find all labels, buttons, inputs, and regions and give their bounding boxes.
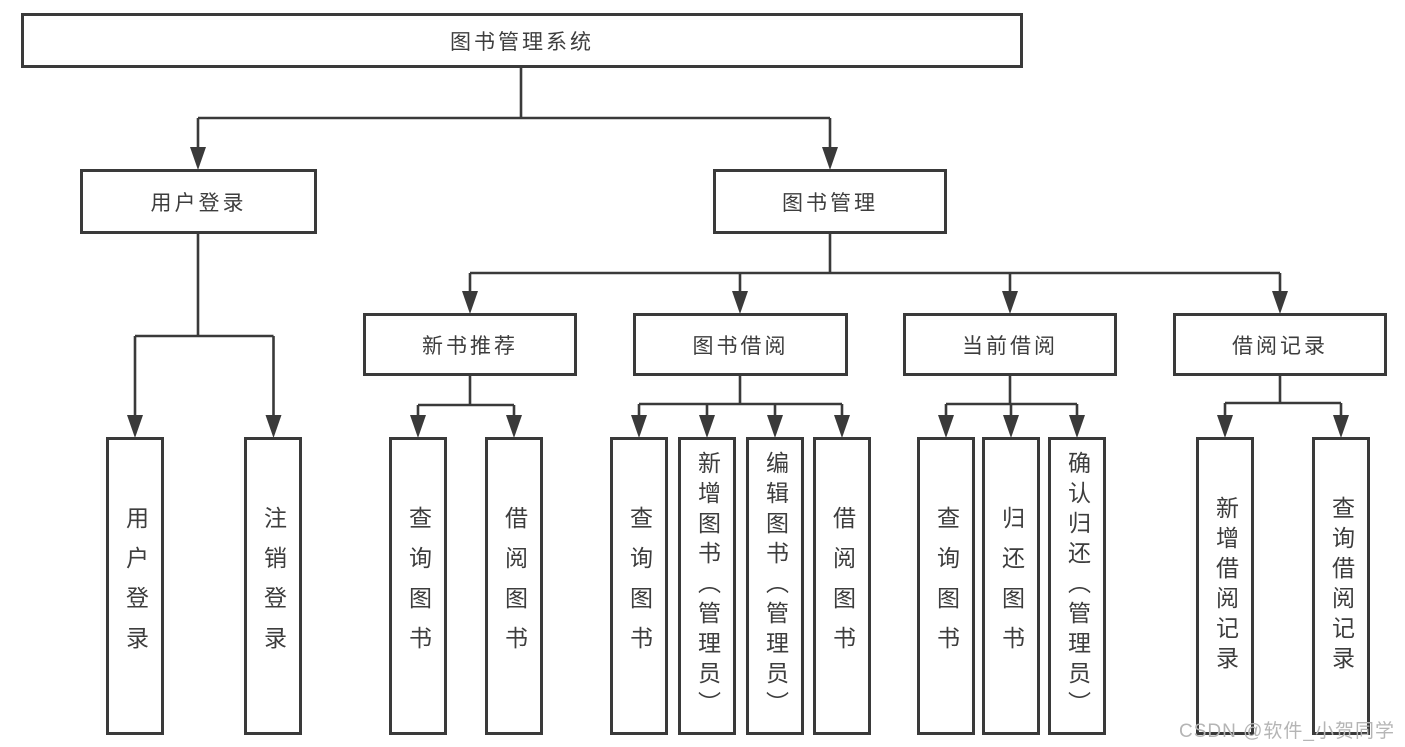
leaf-logout: 注销登录 — [244, 437, 302, 735]
node-book-management: 图书管理 — [713, 169, 947, 234]
node-book-borrow: 图书借阅 — [633, 313, 848, 376]
arrowhead-leaf-bb-borrow — [834, 415, 850, 438]
leaf-borrow-borrow-book: 借阅图书 — [813, 437, 871, 735]
connector-current-borrow-children — [944, 376, 1079, 417]
arrowhead-book-mgmt — [822, 147, 838, 170]
connector-new-book-children — [416, 376, 516, 417]
leaf-borrow-query-book: 查询图书 — [610, 437, 668, 735]
arrowhead-leaf-nb-borrow — [506, 415, 522, 438]
arrowhead-new-book-rec — [462, 291, 478, 314]
arrowhead-leaf-bb-query — [631, 415, 647, 438]
node-root-library-system: 图书管理系统 — [21, 13, 1023, 68]
leaf-record-add-borrow-record: 新增借阅记录 — [1196, 437, 1254, 735]
arrowhead-leaf-cb-confirm — [1069, 415, 1085, 438]
arrowhead-leaf-br-add — [1217, 415, 1233, 438]
leaf-borrow-add-book-admin: 新增图书（管理员） — [678, 437, 736, 735]
arrowhead-leaf-bb-add — [699, 415, 715, 438]
leaf-newbook-query-book: 查询图书 — [389, 437, 447, 735]
leaf-current-return-book: 归还图书 — [982, 437, 1040, 735]
arrowhead-leaf-bb-edit — [767, 415, 783, 438]
arrowhead-book-borrow — [732, 291, 748, 314]
arrowhead-leaf-br-query — [1333, 415, 1349, 438]
csdn-watermark: CSDN @软件_小贺同学 — [1179, 721, 1395, 742]
node-current-borrow: 当前借阅 — [903, 313, 1117, 376]
leaf-record-query-borrow-record: 查询借阅记录 — [1312, 437, 1370, 735]
leaf-current-confirm-return-admin: 确认归还（管理员） — [1048, 437, 1106, 735]
connector-borrow-record-children — [1223, 376, 1343, 417]
arrowhead-leaf-cb-return — [1003, 415, 1019, 438]
arrowhead-leaf-user-login — [127, 415, 143, 438]
leaf-user-login: 用户登录 — [106, 437, 164, 735]
arrowhead-leaf-logout — [265, 415, 282, 438]
arrowhead-current-borrow — [1002, 291, 1018, 314]
node-borrow-record: 借阅记录 — [1173, 313, 1387, 376]
arrowhead-borrow-record — [1272, 291, 1288, 314]
connector-book-mgmt-children — [468, 234, 1282, 293]
node-user-login: 用户登录 — [80, 169, 317, 234]
node-new-book-recommend: 新书推荐 — [363, 313, 577, 376]
arrowhead-leaf-cb-query — [938, 415, 954, 438]
leaf-borrow-edit-book-admin: 编辑图书（管理员） — [746, 437, 804, 735]
connector-user-login-children — [133, 234, 275, 417]
leaf-newbook-borrow-book: 借阅图书 — [485, 437, 543, 735]
connector-book-borrow-children — [637, 376, 844, 417]
arrowhead-leaf-nb-query — [410, 415, 426, 438]
leaf-current-query-book: 查询图书 — [917, 437, 975, 735]
connector-root-to-level2 — [196, 68, 832, 150]
arrowhead-user-login — [190, 147, 206, 170]
